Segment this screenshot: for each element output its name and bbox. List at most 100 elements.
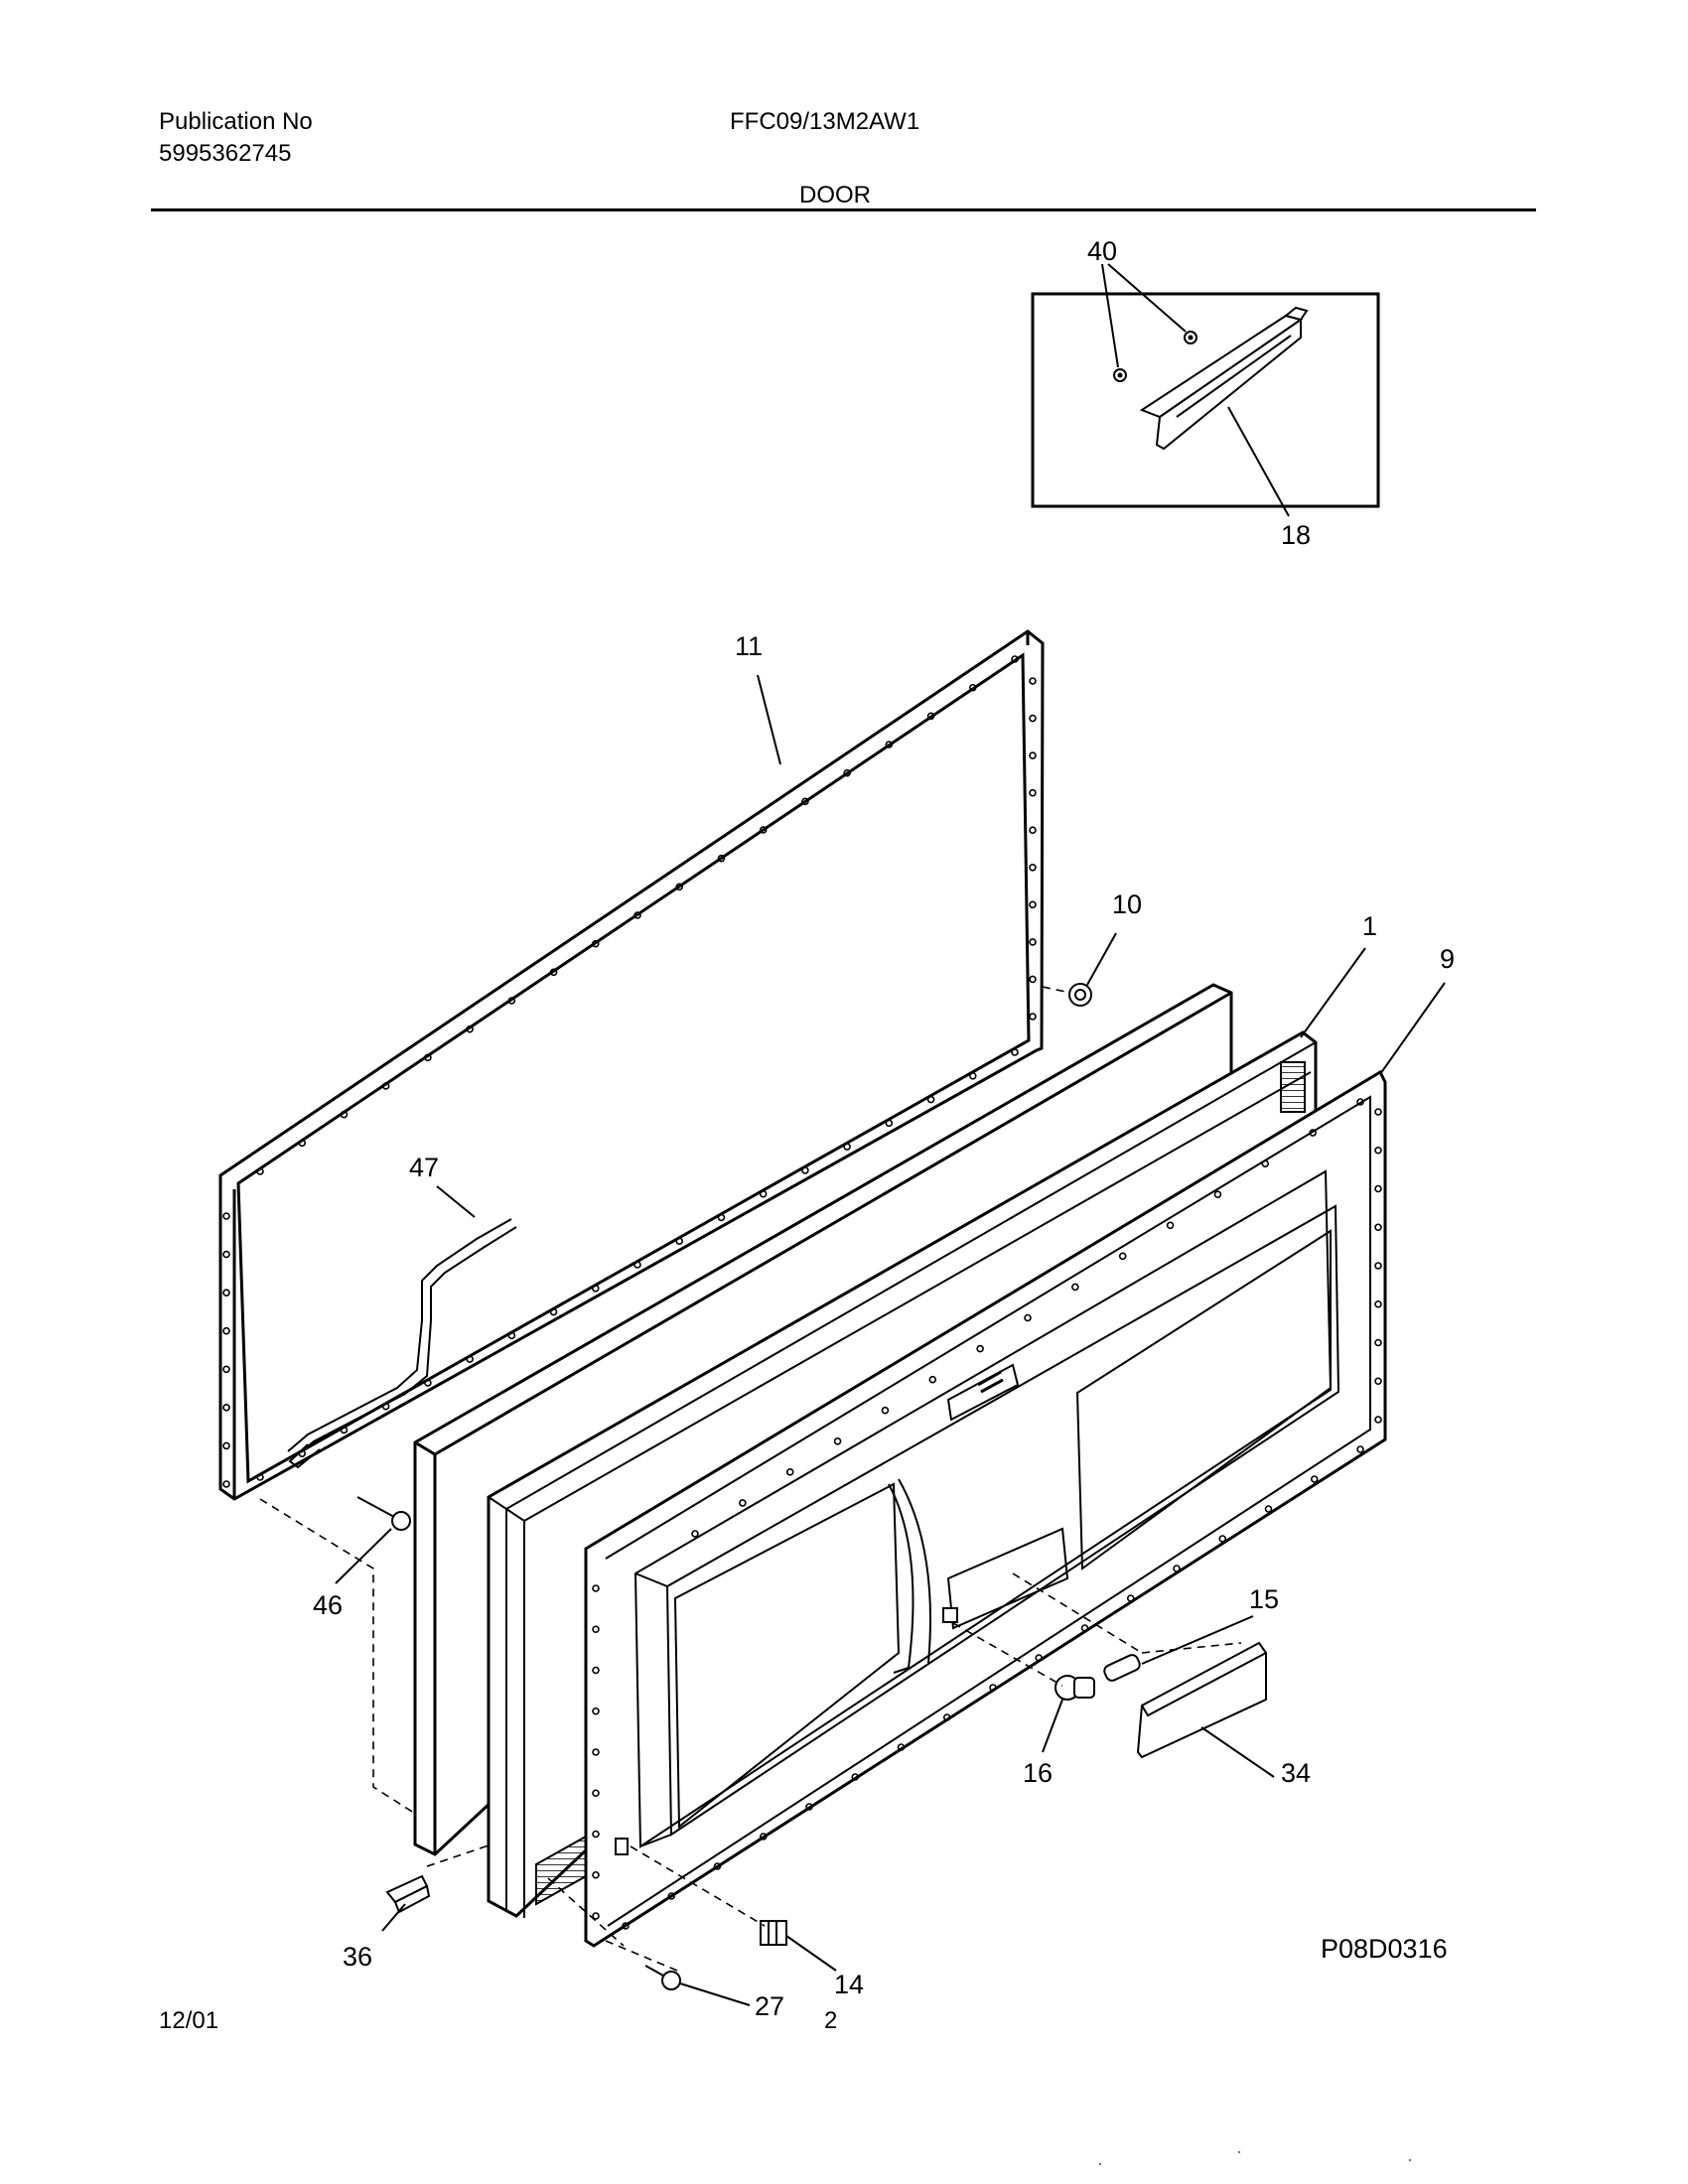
screw-hole — [675, 883, 684, 891]
callout-18: 18 — [1281, 520, 1311, 550]
screw-hole — [1374, 1223, 1382, 1232]
screw-hole — [833, 1436, 842, 1445]
screw-hole — [222, 1441, 230, 1450]
screw-hole — [256, 1473, 264, 1481]
screw-hole — [1126, 1594, 1135, 1602]
screw-hole — [801, 797, 809, 806]
screw-hole — [1356, 1445, 1364, 1453]
screw-hole — [549, 1307, 558, 1316]
screw-hole — [381, 1082, 390, 1090]
screw-hole — [592, 1870, 600, 1879]
callout-16: 16 — [1023, 1758, 1053, 1788]
callout-47: 47 — [409, 1153, 439, 1182]
screw-hole — [592, 1666, 600, 1675]
screw-hole — [592, 1584, 600, 1592]
screw-hole — [633, 1261, 641, 1269]
screw-hole — [340, 1110, 349, 1119]
screw-hole — [1011, 1048, 1019, 1056]
callout-9: 9 — [1440, 944, 1455, 974]
screw-hole — [1029, 826, 1037, 835]
screw-hole — [885, 1119, 894, 1128]
screw-hole — [633, 911, 641, 919]
screw-hole — [759, 1833, 768, 1841]
header-rule — [151, 208, 1536, 211]
model-number: FFC09/13M2AW1 — [730, 108, 920, 135]
screw-hole — [851, 1773, 860, 1781]
leader-lines — [335, 674, 1446, 2006]
screw-hole — [881, 1406, 890, 1415]
screw-hole — [222, 1365, 230, 1374]
screw-hole — [759, 1189, 768, 1198]
revision-date: 12/01 — [159, 2007, 219, 2034]
screw-hole — [1310, 1475, 1319, 1483]
heater-wire-part-47 — [287, 1218, 517, 1469]
handle-part-18 — [1139, 306, 1309, 451]
screw-hole — [592, 1625, 600, 1634]
liner-holes — [592, 1098, 1382, 1930]
screw-hole — [1166, 1221, 1175, 1230]
screw-hole — [592, 1789, 600, 1798]
scan-specks — [1098, 2150, 1412, 2166]
screw-40-a — [1113, 368, 1127, 382]
screw-hole — [1374, 1338, 1382, 1347]
screw-hole — [1374, 1184, 1382, 1193]
screw-part-46 — [356, 1496, 411, 1531]
screw-hole — [1029, 677, 1037, 685]
bulb-part-15 — [1103, 1654, 1141, 1682]
screw-hole — [1374, 1416, 1382, 1424]
screw-hole — [691, 1530, 699, 1538]
screw-hole — [989, 1684, 997, 1692]
screw-hole — [739, 1499, 747, 1507]
screw-hole — [222, 1326, 230, 1335]
callout-11: 11 — [735, 631, 763, 661]
screw-hole — [1374, 1146, 1382, 1155]
screw-hole — [466, 1355, 474, 1363]
handle-inset-box — [1031, 263, 1380, 517]
callout-34: 34 — [1281, 1758, 1311, 1788]
screw-hole — [976, 1344, 984, 1353]
screw-hole — [1218, 1535, 1227, 1543]
screw-hole — [340, 1426, 349, 1434]
screw-hole — [256, 1167, 264, 1175]
screw-hole — [507, 1331, 516, 1340]
screw-hole — [713, 1862, 722, 1870]
screw-hole — [592, 1912, 600, 1920]
screw-hole — [222, 1250, 230, 1259]
screw-hole — [1264, 1505, 1273, 1513]
clip-part-36 — [385, 1874, 431, 1914]
screw-hole — [1374, 1377, 1382, 1386]
screw-40-b — [1184, 331, 1197, 344]
screw-hole — [801, 1166, 809, 1174]
screw-hole — [785, 1468, 794, 1476]
screw-hole — [1261, 1160, 1270, 1167]
screw-hole — [926, 1095, 935, 1104]
screw-hole — [1173, 1565, 1181, 1572]
screw-part-27 — [644, 1965, 681, 1990]
screw-hole — [1011, 655, 1019, 663]
screw-hole — [1374, 1108, 1382, 1116]
screw-hole — [592, 1830, 600, 1839]
callout-1: 1 — [1362, 911, 1377, 941]
screw-hole — [667, 1892, 676, 1900]
plug-part-10 — [1068, 983, 1092, 1007]
screw-hole — [1029, 938, 1037, 946]
screw-hole — [1071, 1283, 1079, 1292]
screw-hole — [591, 939, 600, 948]
screw-hole — [759, 826, 768, 834]
light-cover-part-34 — [1136, 1641, 1267, 1759]
callout-labels: 40 18 11 10 1 9 47 46 15 16 34 36 14 27 — [313, 236, 1455, 2021]
screw-hole — [942, 1713, 951, 1721]
screw-hole — [1080, 1624, 1089, 1632]
callout-46: 46 — [313, 1590, 343, 1620]
screw-hole — [926, 712, 935, 721]
screw-hole — [843, 1143, 851, 1151]
screw-hole — [222, 1212, 230, 1220]
callout-10: 10 — [1112, 889, 1142, 919]
screw-hole — [1029, 788, 1037, 797]
callout-27: 27 — [755, 1991, 784, 2021]
callout-15: 15 — [1249, 1584, 1279, 1614]
screw-hole — [1035, 1654, 1044, 1662]
screw-hole — [675, 1237, 684, 1246]
screw-hole — [592, 1706, 600, 1715]
